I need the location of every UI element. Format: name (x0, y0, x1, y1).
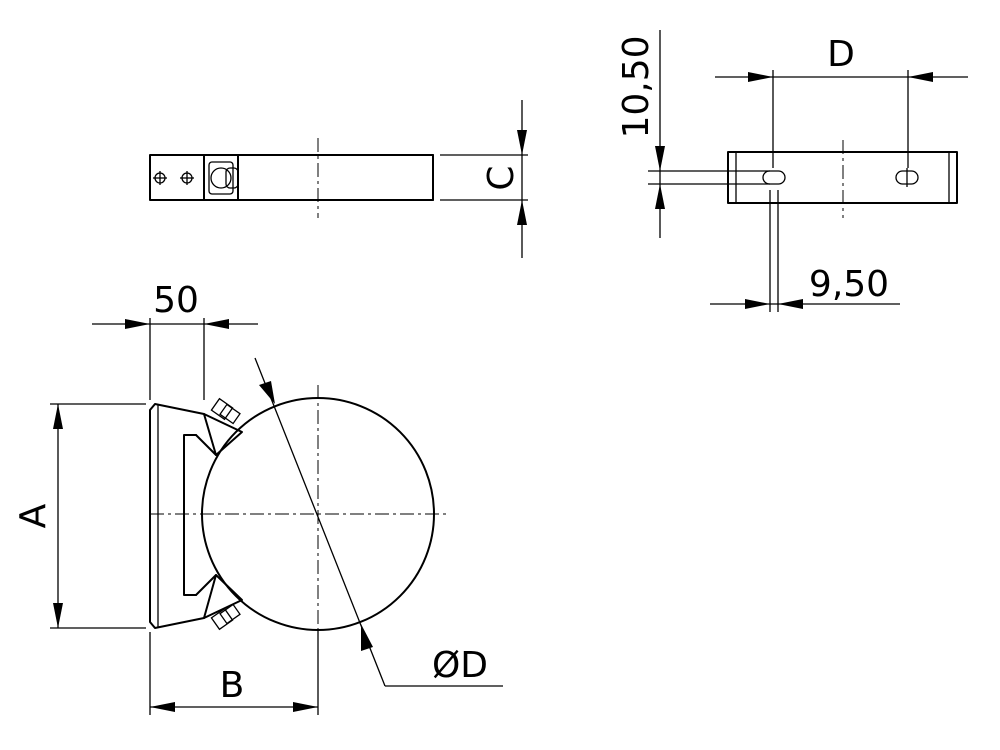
dimension-d-label: D (827, 34, 855, 75)
dimension-a-label: A (13, 503, 54, 528)
dimension-10-50-label: 10,50 (616, 35, 657, 138)
upper-bolt-icon (210, 397, 241, 425)
bolt-head-icon (210, 167, 232, 189)
side-view: D 10,50 9,50 (616, 30, 968, 312)
bracket-plate (727, 151, 958, 204)
dimension-9-50-label: 9,50 (809, 264, 889, 305)
dimension-b-label: B (220, 665, 245, 706)
bracket-cutout (183, 434, 197, 596)
slot-left (762, 170, 786, 185)
dimension-diameter-label: ØD (432, 645, 488, 686)
nut-icon (208, 161, 234, 195)
upper-clamp-ear (203, 413, 243, 456)
front-view: 50 A B ØD (13, 280, 503, 715)
top-view: C (149, 100, 528, 258)
dimension-c-label: C (481, 165, 522, 190)
lower-bolt-icon (210, 603, 241, 631)
dimension-50-label: 50 (153, 280, 199, 321)
bracket-outline (149, 403, 205, 629)
